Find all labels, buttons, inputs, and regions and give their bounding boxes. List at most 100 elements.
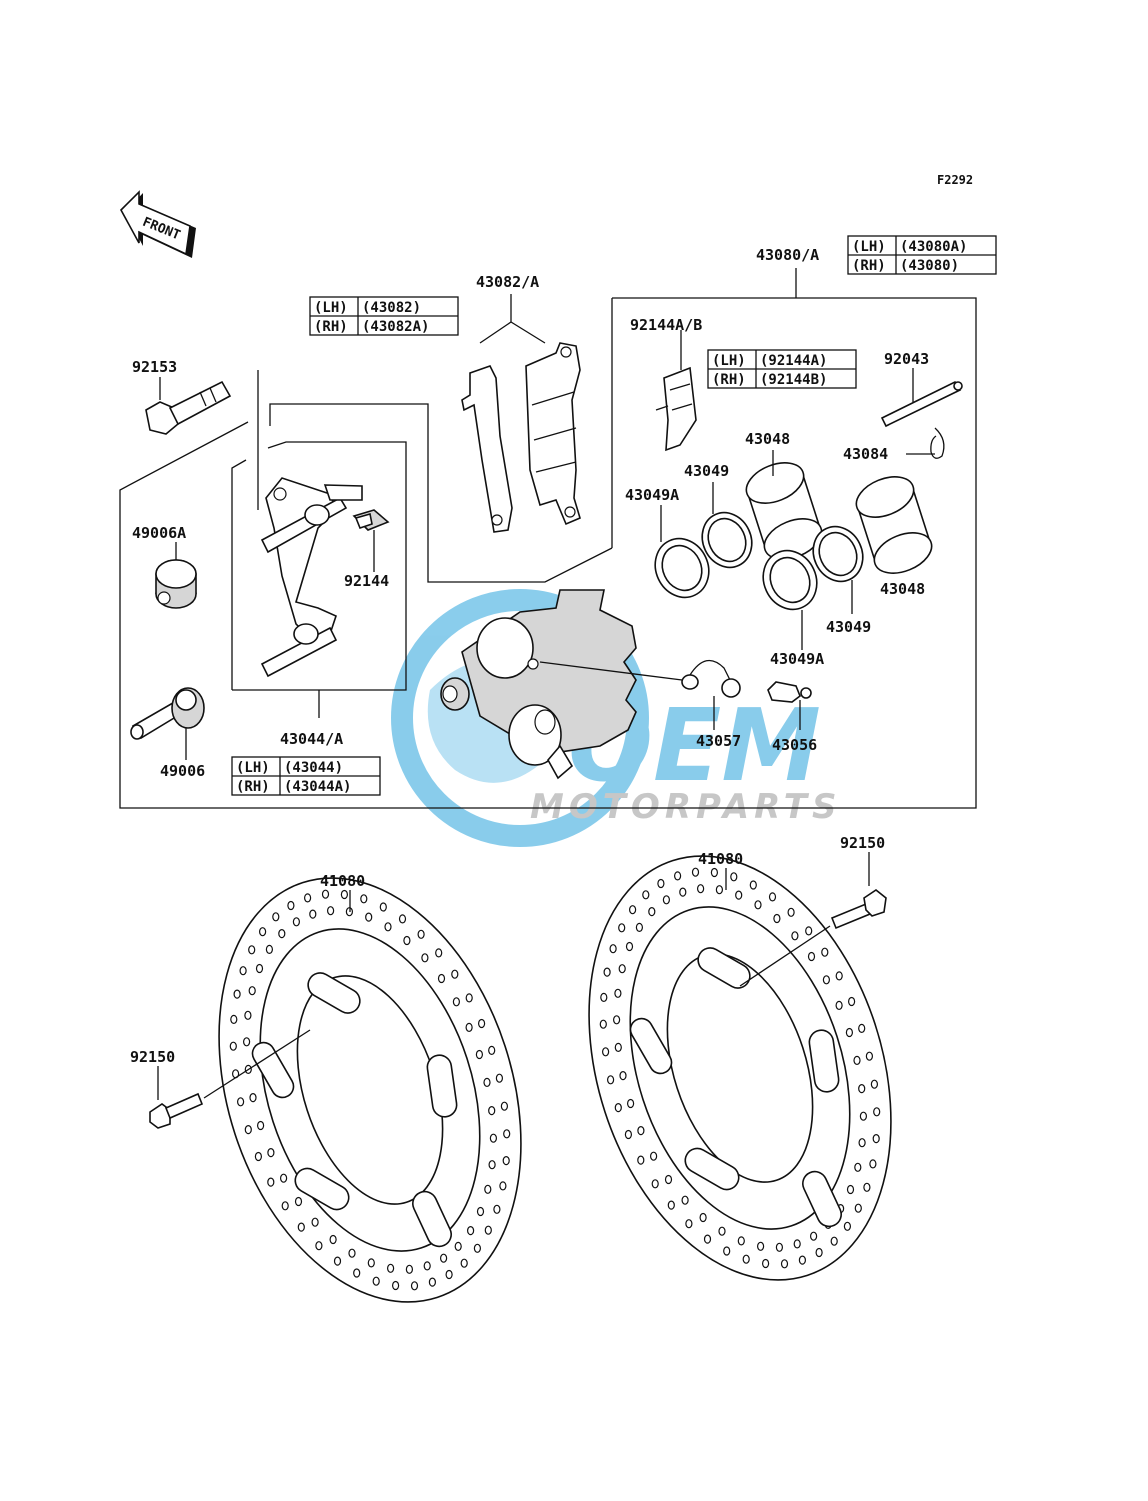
label-43057: 43057 bbox=[696, 732, 741, 750]
disc-drill-hole bbox=[625, 941, 634, 952]
table-43080-side-lh: (LH) bbox=[852, 239, 886, 255]
disc-drill-hole bbox=[467, 1225, 475, 1236]
disc-drill-hole bbox=[603, 967, 611, 977]
disc-drill-hole bbox=[710, 867, 719, 878]
disc-drill-hole bbox=[742, 1254, 750, 1264]
disc-drill-hole bbox=[421, 953, 429, 963]
disc-drill-hole bbox=[452, 997, 460, 1007]
disc-drill-hole bbox=[807, 951, 816, 962]
table-43044-part-lh: (43044) bbox=[284, 760, 343, 776]
brake-disc-left bbox=[218, 877, 522, 1303]
disc-drill-hole bbox=[483, 1077, 491, 1088]
label-43049-bottom: 43049 bbox=[826, 618, 871, 636]
disc-drill-hole bbox=[756, 1241, 765, 1251]
callout-labels: 43080/A 43082/A 92144A/B 92043 92153 430… bbox=[130, 246, 929, 1066]
label-92153: 92153 bbox=[132, 358, 177, 376]
disc-drill-hole bbox=[699, 1212, 707, 1223]
disc-drill-hole bbox=[847, 996, 856, 1007]
disc-drill-hole bbox=[410, 1281, 419, 1291]
disc-drill-hole bbox=[417, 929, 425, 939]
disc-bolt-92150-left bbox=[149, 1029, 311, 1129]
disc-drill-hole bbox=[614, 988, 622, 998]
clip-92144 bbox=[352, 509, 390, 572]
disc-drill-hole bbox=[853, 1055, 861, 1066]
disc-drill-hole bbox=[304, 893, 312, 903]
disc-drill-hole bbox=[340, 889, 348, 900]
disc-drill-hole bbox=[267, 1177, 275, 1187]
disc-drill-hole bbox=[255, 963, 264, 974]
disc-drill-hole bbox=[489, 1133, 497, 1143]
disc-drill-hole bbox=[249, 1092, 257, 1103]
disc-drill-hole bbox=[372, 1276, 380, 1286]
disc-drill-hole bbox=[872, 1133, 880, 1144]
disc-drill-hole bbox=[749, 880, 757, 890]
bleeder-cap-43057 bbox=[539, 659, 741, 730]
disc-drill-hole bbox=[379, 902, 387, 912]
table-43044-side-rh: (RH) bbox=[236, 779, 270, 795]
disc-drill-hole bbox=[500, 1101, 508, 1111]
disc-drill-hole bbox=[435, 948, 443, 958]
disc-drill-hole bbox=[618, 923, 626, 933]
table-43082-side-rh: (RH) bbox=[314, 319, 348, 335]
disc-drill-hole bbox=[614, 1042, 622, 1053]
label-43049-top: 43049 bbox=[684, 462, 729, 480]
disc-drill-hole bbox=[428, 1277, 436, 1287]
disc-drill-hole bbox=[798, 1255, 807, 1265]
clip-43084 bbox=[906, 427, 945, 459]
disc-drill-hole bbox=[244, 1124, 252, 1135]
table-43044-side-lh: (LH) bbox=[236, 760, 270, 776]
disc-drill-hole bbox=[473, 1243, 481, 1253]
disc-drill-hole bbox=[353, 1268, 361, 1278]
table-92144-part-rh: (92144B) bbox=[760, 372, 827, 388]
disc-drill-hole bbox=[612, 1015, 621, 1025]
disc-drill-hole bbox=[367, 1258, 375, 1268]
disc-drill-hole bbox=[606, 1075, 615, 1085]
disc-drill-hole bbox=[272, 912, 280, 922]
disc-drill-hole bbox=[476, 1206, 485, 1217]
table-43082-side-lh: (LH) bbox=[314, 300, 348, 316]
disc-drill-hole bbox=[248, 945, 256, 955]
disc-drill-hole bbox=[696, 884, 705, 894]
disc-drill-hole bbox=[233, 989, 241, 999]
disc-drill-hole bbox=[873, 1107, 881, 1117]
disc-drill-hole bbox=[846, 1184, 855, 1195]
table-43080-part-lh: (43080A) bbox=[900, 239, 967, 255]
brake-pad-right bbox=[525, 342, 581, 526]
disc-drill-hole bbox=[662, 895, 671, 905]
disc-drill-hole bbox=[488, 1045, 496, 1056]
disc-drill-hole bbox=[248, 986, 256, 996]
watermark-ring bbox=[391, 589, 649, 847]
disc-drill-hole bbox=[398, 914, 407, 924]
disc-drill-hole bbox=[730, 872, 738, 882]
assembly-frame-lines bbox=[119, 268, 977, 809]
pad-spring-92144ab bbox=[655, 330, 697, 452]
label-43048-top: 43048 bbox=[745, 430, 790, 448]
disc-drill-hole bbox=[237, 1097, 245, 1107]
disc-drill-hole bbox=[254, 1151, 262, 1162]
disc-drill-hole bbox=[735, 890, 743, 900]
seal-43049-bottom bbox=[812, 525, 864, 614]
disc-drill-hole bbox=[239, 966, 247, 976]
disc-drill-hole bbox=[499, 1181, 507, 1191]
disc-drill-hole bbox=[773, 913, 781, 924]
label-92043: 92043 bbox=[884, 350, 929, 368]
label-41080-left: 41080 bbox=[320, 872, 365, 890]
disc-drill-hole bbox=[267, 1147, 275, 1158]
boot-49006a bbox=[155, 542, 197, 609]
disc-drill-hole bbox=[761, 1258, 770, 1269]
table-43080-side-rh: (RH) bbox=[852, 258, 886, 274]
table-92144-side-rh: (RH) bbox=[712, 372, 746, 388]
brake-pad-left bbox=[461, 365, 513, 533]
bolt-92153 bbox=[145, 377, 232, 435]
disc-drill-hole bbox=[327, 906, 335, 916]
disc-drill-hole bbox=[870, 1079, 879, 1089]
disc-drill-hole bbox=[703, 1234, 712, 1244]
disc-drill-hole bbox=[637, 1155, 645, 1165]
disc-drill-hole bbox=[858, 1023, 866, 1034]
caliper-body bbox=[440, 589, 637, 780]
table-43082: (LH) (43082) (RH) (43082A) bbox=[309, 296, 459, 336]
disc-drill-hole bbox=[229, 1041, 237, 1051]
disc-drill-hole bbox=[626, 1098, 635, 1109]
disc-drill-hole bbox=[387, 1263, 395, 1273]
disc-drill-hole bbox=[278, 928, 286, 939]
